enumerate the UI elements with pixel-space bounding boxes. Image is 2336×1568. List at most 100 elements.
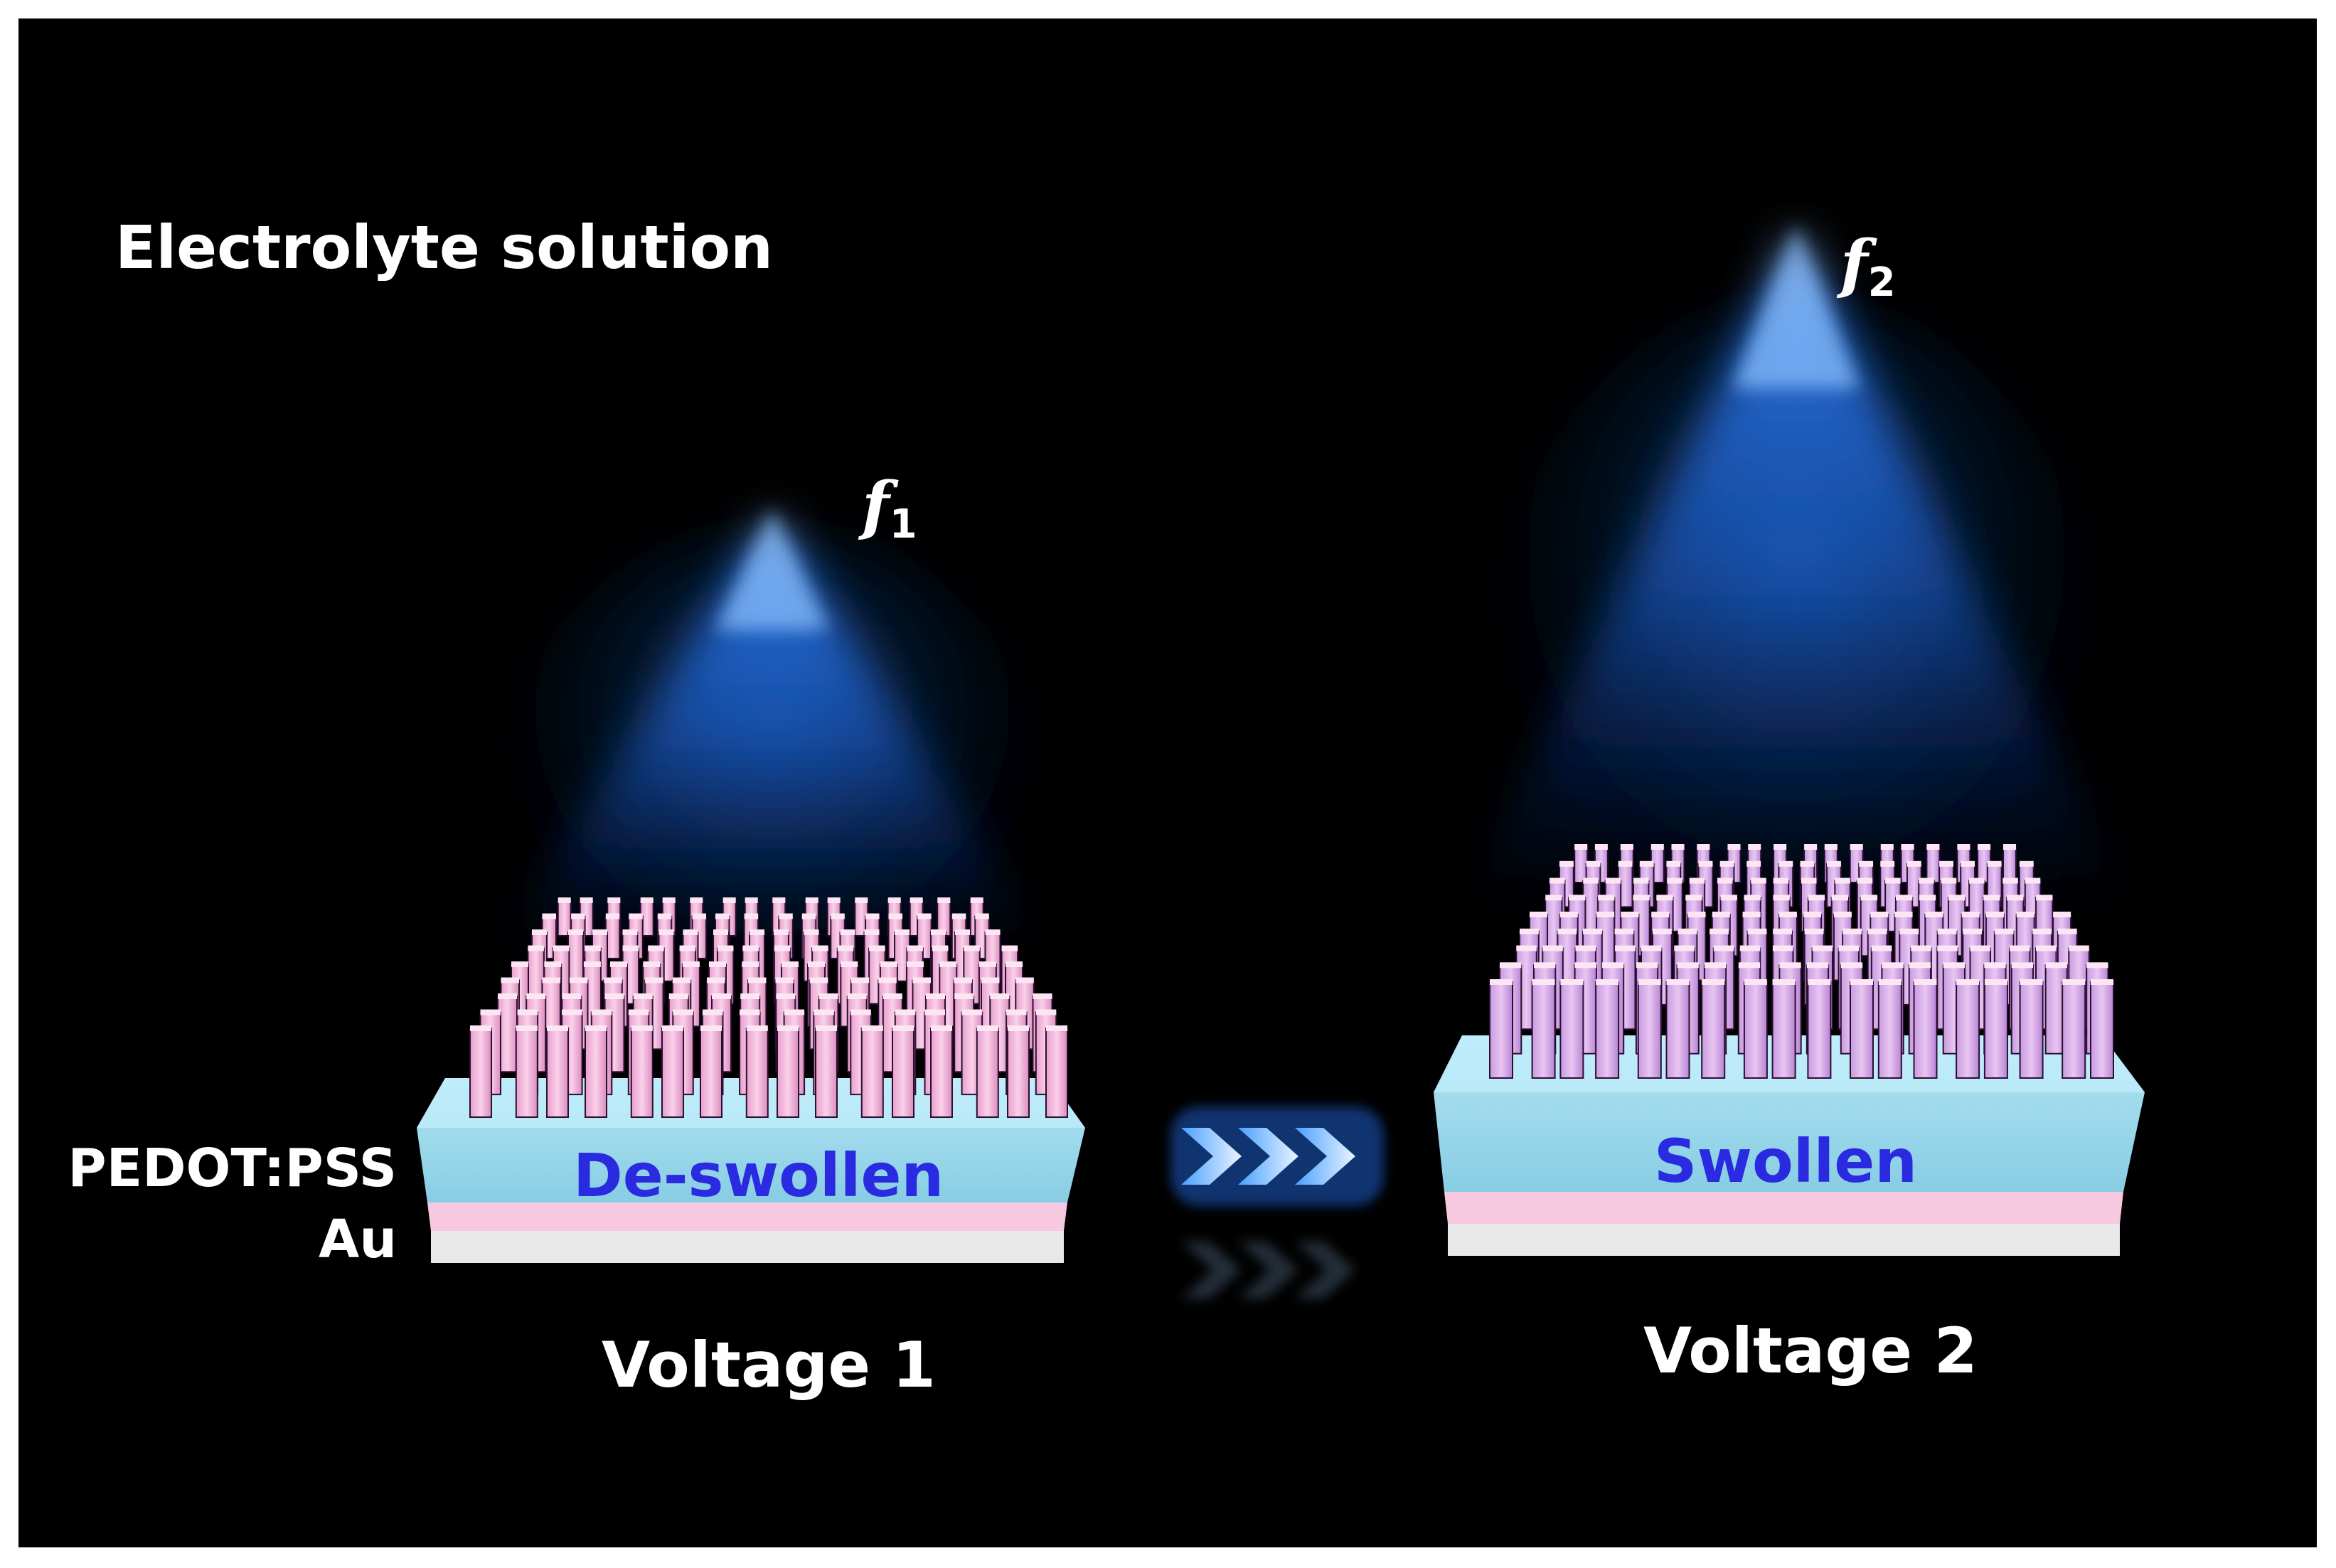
nanopillar-top xyxy=(709,961,726,967)
nanopillar-top xyxy=(1906,860,1921,867)
nanopillar xyxy=(1531,981,1556,1079)
nanopillar-top xyxy=(1838,945,1859,951)
nanopillar-top xyxy=(1941,878,1957,884)
nanopillar-top xyxy=(1569,895,1586,901)
nanopillar-top xyxy=(742,945,759,951)
nanopillar-top xyxy=(779,913,793,919)
nanopillar xyxy=(1701,981,1726,1079)
nanopillar-top xyxy=(869,945,885,951)
nanopillar-top xyxy=(912,977,931,983)
nanopillar-top xyxy=(1894,912,1913,917)
nanopillar-top xyxy=(1550,878,1565,884)
nanopillar-top xyxy=(1710,928,1729,934)
nanopillar-top xyxy=(1882,962,1904,969)
nanopillar-top xyxy=(1827,860,1841,867)
nanopillar xyxy=(1850,981,1874,1079)
nanopillar-top xyxy=(1738,962,1761,969)
nanopillar-top xyxy=(1545,895,1562,901)
nanopillar-top xyxy=(804,929,819,935)
nanopillar-top xyxy=(1720,895,1737,901)
nanopillar-top xyxy=(1641,945,1662,951)
substrate-layer xyxy=(1448,1224,2120,1256)
nanopillar-top xyxy=(1801,878,1817,884)
nanopillar-top xyxy=(750,929,764,935)
nanopillar xyxy=(1956,981,1980,1079)
nanopillar-top xyxy=(1778,860,1793,867)
beam-2-subscript: 2 xyxy=(1867,259,1896,306)
nanopillar-top xyxy=(1687,912,1706,917)
nanopillar xyxy=(2019,981,2044,1079)
nanopillar-top xyxy=(809,977,828,983)
nanopillar-top xyxy=(882,993,902,999)
nanopillar-top xyxy=(526,993,546,999)
nanopillar-top xyxy=(975,913,989,919)
nanopillar-top xyxy=(1574,844,1588,850)
nanopillar-top xyxy=(604,993,624,999)
nanopillar-top xyxy=(585,945,601,951)
nanopillar-top xyxy=(715,913,730,919)
nanopillar-top xyxy=(1594,844,1608,850)
nanopillar-top xyxy=(682,961,700,967)
nanopillar-top xyxy=(1746,860,1761,867)
nanopillar-top xyxy=(591,1009,612,1015)
nanopillar-top xyxy=(1943,962,1965,969)
nanopillar-top xyxy=(1560,979,1584,985)
nanopillar-top xyxy=(1557,928,1577,934)
nanopillar-top xyxy=(1727,844,1741,850)
nanopillar-top xyxy=(1650,844,1664,850)
scene-canvas xyxy=(417,225,2145,1298)
nanopillar-top xyxy=(1773,945,1793,951)
nanopillar-top xyxy=(628,1009,649,1015)
nanopillar-top xyxy=(1803,912,1822,917)
nanopillar-top xyxy=(831,913,845,919)
nanopillar-top xyxy=(2019,860,2034,867)
nanopillar-top xyxy=(1850,979,1873,985)
nanopillar-top xyxy=(2053,912,2071,917)
nanopillar-top xyxy=(631,1025,653,1031)
nanopillar-top xyxy=(583,961,601,967)
nanopillar-top xyxy=(2025,878,2041,884)
nanopillar-top xyxy=(1666,860,1681,867)
nanopillar-top xyxy=(777,1025,799,1031)
nanopillar-top xyxy=(1925,912,1943,917)
nanopillar-top xyxy=(604,977,622,983)
nanopillar-top xyxy=(1651,912,1670,917)
pillar-array-deswollen xyxy=(469,897,1068,1118)
nanopillar-top xyxy=(818,993,838,999)
nanopillar-top xyxy=(562,1009,582,1015)
nanopillar-top xyxy=(570,977,588,983)
nanopillar-top xyxy=(672,977,691,983)
nanopillar-top xyxy=(1867,928,1887,934)
nanopillar-top xyxy=(1926,844,1940,850)
nanopillar-top xyxy=(1824,844,1838,850)
nanopillar-top xyxy=(679,945,696,951)
nanopillar-top xyxy=(1983,895,2000,901)
nanopillar-top xyxy=(1689,878,1705,884)
nanopillar-top xyxy=(840,929,855,935)
nanopillar-top xyxy=(1717,878,1733,884)
nanopillar-top xyxy=(837,945,854,951)
nanopillar xyxy=(546,1028,569,1118)
nanopillar-top xyxy=(1961,912,1980,917)
nanopillar-top xyxy=(1586,860,1601,867)
nanopillar-top xyxy=(662,897,676,903)
nanopillar-top xyxy=(864,929,880,935)
nanopillar-top xyxy=(1800,860,1815,867)
nanopillar-top xyxy=(1739,945,1761,951)
nanopillar-top xyxy=(1015,977,1034,983)
nanopillar-top xyxy=(1880,860,1895,867)
nanopillar-top xyxy=(1704,962,1727,969)
nanopillar-top xyxy=(1985,912,2004,917)
nanopillar-top xyxy=(713,929,728,935)
nanopillar-top xyxy=(1713,945,1734,951)
emission-beam-2 xyxy=(1469,225,2123,1014)
nanopillar-top xyxy=(1744,979,1767,985)
nanopillar-top xyxy=(498,993,517,999)
nanopillar xyxy=(1489,981,1513,1079)
nanopillar-top xyxy=(784,1009,805,1015)
nanopillar-top xyxy=(926,993,945,999)
nanopillar-top xyxy=(812,945,828,951)
nanopillar-top xyxy=(501,977,519,983)
nanopillar-top xyxy=(1559,860,1574,867)
nanopillar-top xyxy=(1779,962,1801,969)
